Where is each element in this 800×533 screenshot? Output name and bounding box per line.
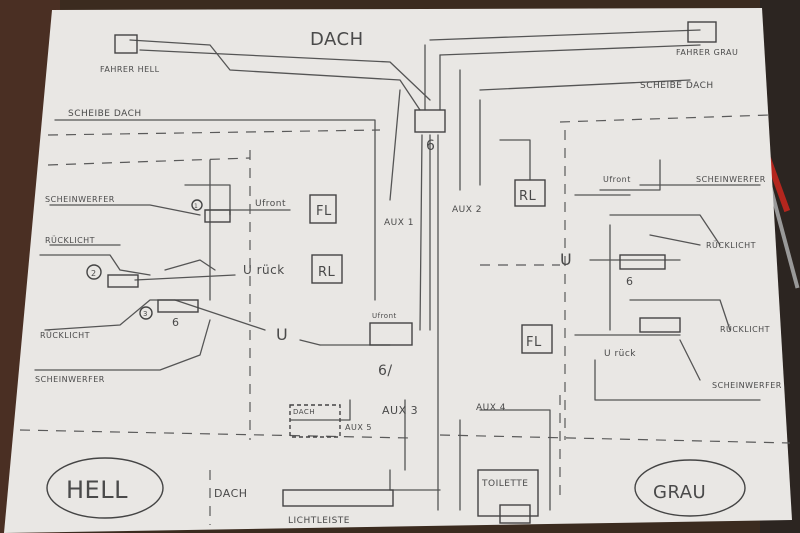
hell-label: HELL — [66, 476, 128, 504]
six-top-label: 6 — [426, 138, 435, 154]
toilette-box — [477, 469, 539, 517]
dach-top-label: DACH — [310, 29, 364, 50]
circle-1-label: 1 — [194, 203, 198, 210]
six-right-label: 6 — [626, 275, 634, 288]
scheinwerfer-left-bottom-label: SCHEINWERFER — [35, 375, 105, 384]
circle-3-label: 3 — [143, 310, 148, 318]
paper-sheet — [4, 8, 792, 533]
six-left-connector — [157, 299, 199, 313]
ruecklicht-right-1-label: RÜCKLICHT — [706, 240, 756, 250]
lichtleiste-box — [282, 489, 394, 507]
dach-small-box — [289, 404, 341, 438]
fl-right-box — [521, 324, 553, 354]
marker-circle-3 — [139, 306, 153, 320]
grau-ellipse — [634, 459, 746, 517]
ruecklicht-right-2-label: RÜCKLICHT — [720, 324, 770, 334]
scheibe-dach-left-label: SCHEIBE DACH — [68, 109, 142, 119]
fl-left-box — [309, 194, 337, 224]
v-g-left-label: U — [276, 325, 288, 344]
toilette-sub-box — [499, 504, 531, 524]
circle-2-label: 2 — [91, 269, 97, 278]
six-mid-label: 6/ — [378, 363, 393, 379]
rl-right-box — [514, 179, 546, 207]
fahrer-grau-box — [687, 21, 717, 43]
fl-right-label: FL — [526, 335, 542, 350]
marker-circle-2 — [86, 264, 102, 280]
aux2-label: AUX 2 — [452, 205, 482, 215]
grau-label: GRAU — [653, 482, 706, 503]
dach-bottom-label: DACH — [214, 487, 248, 500]
fahrer-hell-label: FAHRER HELL — [100, 65, 160, 74]
rl-right-label: RL — [519, 189, 537, 204]
v-front-right-label: Ufront — [603, 175, 631, 184]
lichtleiste-label: LICHTLEISTE — [288, 516, 350, 526]
aux3-label: AUX 3 — [382, 404, 418, 417]
rear-right-connector — [639, 317, 681, 333]
v-front-left-label: Ufront — [255, 199, 286, 209]
hell-ellipse — [46, 457, 164, 519]
marker-circle-1 — [191, 199, 203, 211]
v-front-mid-label: Ufront — [372, 312, 397, 320]
v-rueck-right-label: U rück — [604, 349, 636, 359]
aux5-label: AUX 5 — [345, 423, 372, 432]
scheibe-dach-right-label: SCHEIBE DACH — [640, 81, 714, 91]
aux4-label: AUX 4 — [476, 403, 506, 413]
aux1-label: AUX 1 — [384, 218, 414, 228]
front-connector-box — [369, 322, 413, 346]
scheinwerfer-left-top-label: SCHEINWERFER — [45, 195, 115, 204]
v-rueck-left-label: U rück — [243, 263, 285, 277]
toilette-label: TOILETTE — [481, 479, 528, 489]
fahrer-grau-label: FAHRER GRAU — [676, 48, 738, 57]
fahrer-hell-box — [114, 34, 138, 54]
scheinwerfer-right-top-label: SCHEINWERFER — [696, 175, 766, 184]
rl-left-label: RL — [318, 265, 336, 280]
central-connector-box — [414, 109, 446, 133]
front-left-connector — [204, 209, 231, 223]
scheinwerfer-right-bottom-label: SCHEINWERFER — [712, 381, 782, 390]
six-left-label: 6 — [172, 316, 180, 329]
fl-left-label: FL — [316, 204, 332, 219]
rear-left-connector — [107, 274, 139, 288]
six-right-connector — [619, 254, 666, 270]
rl-left-box — [311, 254, 343, 284]
v-g-right-label: U — [560, 250, 572, 269]
ruecklicht-left-2-label: RÜCKLICHT — [40, 330, 90, 340]
dach-small-label: DACH — [293, 408, 315, 416]
ruecklicht-left-1-label: RÜCKLICHT — [45, 235, 95, 245]
